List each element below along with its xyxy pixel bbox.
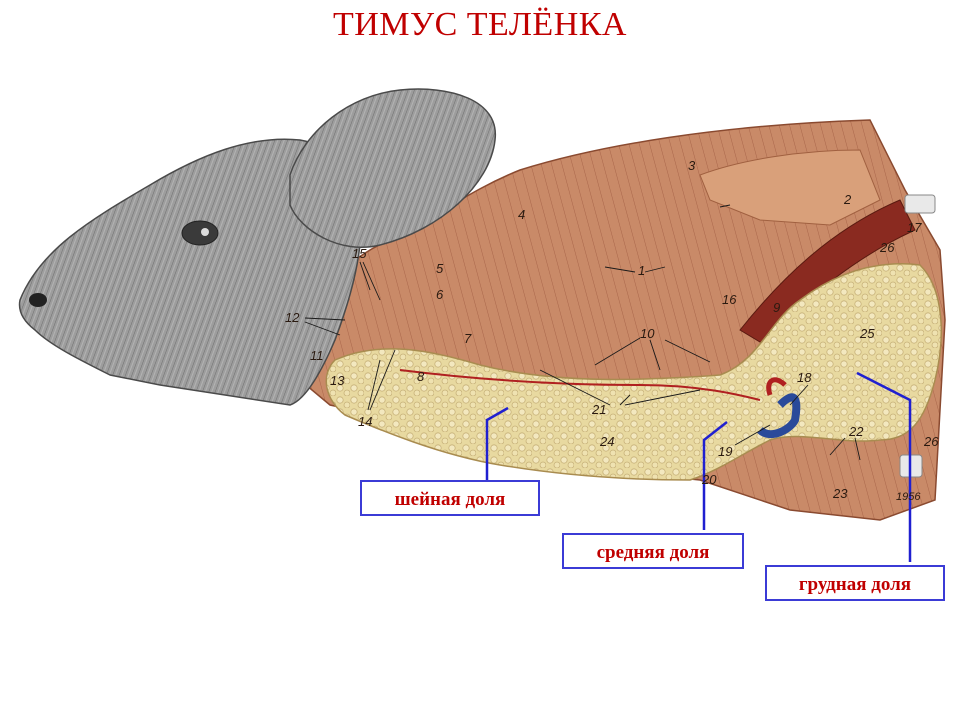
cervical-lobe-label: шейная доля	[360, 480, 540, 516]
label-25: 25	[859, 326, 875, 341]
label-23: 23	[832, 486, 848, 501]
label-year: 1956	[896, 491, 921, 503]
calf-eye	[181, 220, 219, 246]
label-16: 16	[722, 292, 737, 307]
thoracic-lobe-label: грудная доля	[765, 565, 945, 601]
label-26b: 26	[923, 434, 939, 449]
label-2: 2	[843, 192, 852, 207]
calf-nostril	[29, 293, 47, 307]
callout-line-thoracic	[856, 371, 912, 562]
label-9: 9	[773, 300, 780, 315]
page-title: ТИМУС ТЕЛЁНКА	[332, 6, 627, 43]
label-11: 11	[310, 348, 324, 363]
label-14: 14	[358, 414, 372, 429]
label-26a: 26	[879, 240, 895, 255]
label-4: 4	[518, 207, 525, 222]
label-21: 21	[591, 402, 606, 417]
calf-ear	[289, 88, 496, 248]
label-12: 12	[285, 310, 300, 325]
label-7: 7	[464, 331, 472, 346]
label-18: 18	[797, 370, 812, 385]
label-5: 5	[436, 261, 444, 276]
label-20: 20	[701, 472, 717, 487]
shoulder-muscle	[699, 149, 881, 226]
label-3: 3	[688, 158, 696, 173]
label-6: 6	[436, 287, 444, 302]
label-8: 8	[417, 369, 425, 384]
label-17: 17	[907, 220, 922, 235]
label-22: 22	[848, 424, 864, 439]
callout-line-middle	[702, 421, 728, 530]
label-10: 10	[640, 326, 655, 341]
callout-line-cervical	[485, 406, 509, 482]
label-24: 24	[599, 434, 614, 449]
middle-lobe-label: средняя доля	[562, 533, 744, 569]
label-19: 19	[718, 444, 732, 459]
label-13: 13	[330, 373, 345, 388]
label-1: 1	[638, 263, 645, 278]
label-15: 15	[352, 246, 367, 261]
